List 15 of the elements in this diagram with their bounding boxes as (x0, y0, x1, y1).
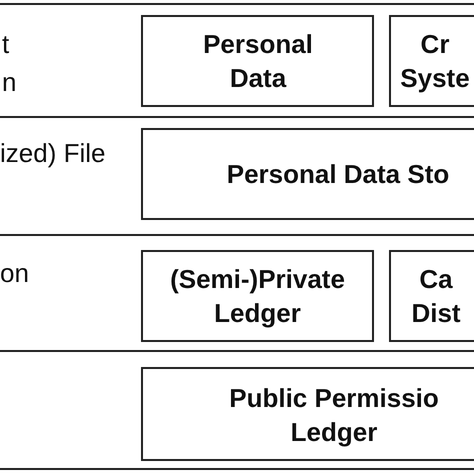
component-box (141, 250, 374, 342)
component-label: Public Permissio Ledger (228, 382, 440, 449)
component-box (141, 128, 474, 220)
layer-label: ized) File (0, 137, 106, 170)
component-label: (Semi-)Private Ledger (169, 263, 346, 330)
component-label: Personal Data Sto (226, 158, 450, 191)
layer-label: on (0, 257, 30, 290)
component-label: Personal Data (202, 28, 314, 95)
component-box (141, 367, 474, 461)
layer-label: t n (2, 28, 18, 99)
component-box (141, 15, 374, 107)
component-label: Cr Syste (399, 28, 471, 95)
component-box (389, 15, 474, 107)
component-label: Ca Dist (410, 263, 462, 330)
component-box (389, 250, 474, 342)
